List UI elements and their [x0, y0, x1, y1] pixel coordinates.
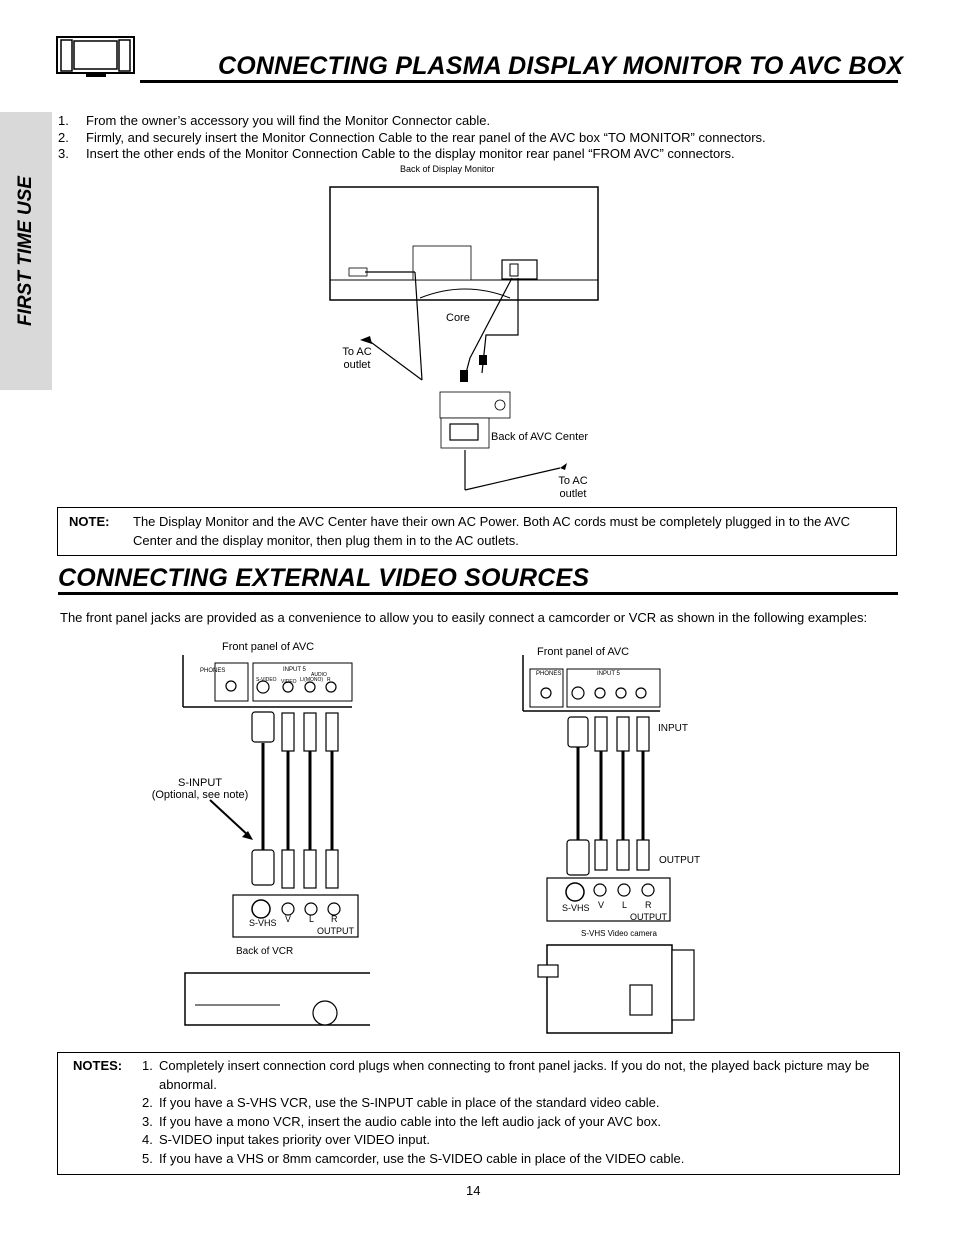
phones-label: PHONES — [536, 671, 562, 677]
step-item: 2.Firmly, and securely insert the Monito… — [58, 129, 766, 145]
r-out-label: R — [645, 900, 652, 910]
video-label: VIDEO — [281, 679, 297, 685]
section-rule — [58, 592, 898, 595]
l-label: L — [309, 914, 315, 924]
core-label: Core — [446, 312, 470, 324]
section-title: CONNECTING EXTERNAL VIDEO SOURCES — [58, 564, 590, 592]
page-title: CONNECTING PLASMA DISPLAY MONITOR TO AVC… — [218, 52, 904, 80]
input-label: INPUT — [658, 723, 688, 734]
note-text: The Display Monitor and the AVC Center h… — [133, 514, 851, 548]
front-panel-label: Front panel of AVC — [537, 646, 630, 658]
audio-label: AUDIO — [311, 672, 327, 678]
notes-list: 1.Completely insert connection cord plug… — [142, 1057, 892, 1168]
monitor-connection-diagram — [329, 186, 599, 491]
r-out-label: R — [331, 914, 338, 924]
sidebar-label: FIRST TIME USE — [15, 176, 36, 326]
svideo-label: S-VIDEO — [256, 677, 277, 683]
page-number: 14 — [466, 1183, 481, 1198]
avc-back-label: Back of AVC Center — [491, 431, 589, 443]
note-item: 5.If you have a VHS or 8mm camcorder, us… — [142, 1150, 685, 1166]
v-label: V — [285, 914, 292, 924]
camera-connection-diagram — [522, 655, 695, 1034]
note-item: 1.Completely insert connection cord plug… — [142, 1058, 870, 1092]
note-item: 2.If you have a S-VHS VCR, use the S-INP… — [142, 1095, 660, 1110]
front-panel-label: Front panel of AVC — [222, 641, 315, 653]
notes-label: NOTES: — [73, 1058, 123, 1073]
input-label: INPUT 5 — [597, 671, 620, 677]
vcr-connection-diagram — [182, 655, 370, 1026]
note-item: 4.S-VIDEO input takes priority over VIDE… — [142, 1132, 430, 1147]
step-item: 1.From the owner’s accessory you will fi… — [58, 113, 491, 128]
svhs-label: S-VHS — [249, 918, 277, 928]
note-label: NOTE: — [69, 514, 110, 529]
step-item: 3.Insert the other ends of the Monitor C… — [58, 146, 735, 161]
intro-text: The front panel jacks are provided as a … — [60, 610, 868, 625]
note-item: 3.If you have a mono VCR, insert the aud… — [142, 1113, 661, 1129]
tv-icon — [56, 36, 135, 77]
v-label: V — [598, 900, 605, 910]
sidebar-tab: FIRST TIME USE — [0, 112, 52, 390]
s-input-label: S-INPUT (Optional, see note) — [151, 777, 249, 801]
output-label: OUTPUT — [630, 912, 667, 922]
input-label: INPUT 5 — [283, 667, 306, 673]
lmono-label: L/(MONO) — [300, 677, 324, 683]
output-label: OUTPUT — [659, 855, 701, 866]
steps-list: 1.From the owner’s accessory you will fi… — [58, 113, 918, 163]
note-box: NOTE: The Display Monitor and the AVC Ce… — [57, 507, 897, 556]
monitor-label: Back of Display Monitor — [400, 164, 495, 174]
r-label: R — [327, 677, 331, 683]
svhs-label: S-VHS — [562, 903, 590, 913]
l-label: L — [622, 900, 628, 910]
vcr-label: Back of VCR — [236, 946, 294, 957]
phones-label: PHONES — [200, 668, 226, 674]
camera-label: S-VHS Video camera — [581, 929, 657, 938]
notes-box: NOTES: 1.Completely insert connection co… — [57, 1052, 900, 1175]
output-label: OUTPUT — [317, 926, 354, 936]
ac-outlet-left-label: To AC outlet — [342, 346, 372, 371]
ac-outlet-bottom-label: To AC outlet — [558, 475, 588, 500]
title-rule — [140, 80, 898, 83]
